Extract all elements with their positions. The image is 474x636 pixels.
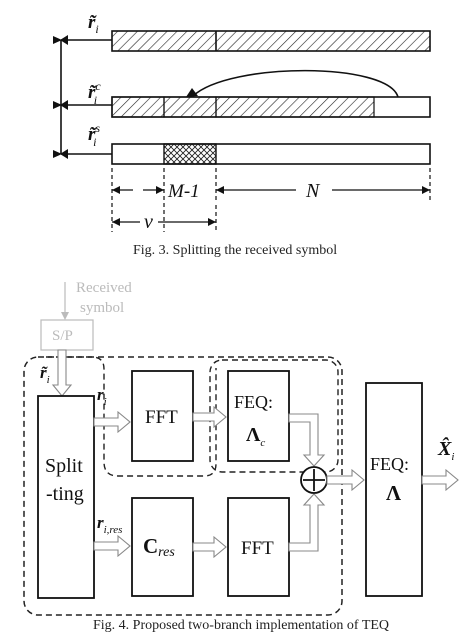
fig4-xhat-label: X̂i <box>437 436 454 463</box>
fig4-received-label: Received <box>76 280 132 296</box>
fig4-split-line1: Split <box>45 455 83 477</box>
fig4-r-res-label: ri,res <box>97 513 122 536</box>
fig4-feq-c-line2: Λc <box>246 424 265 449</box>
fig3-dim-n: N <box>305 180 321 202</box>
fig4-cres-label: Cres <box>143 534 175 560</box>
fig4-cres-block <box>131 497 194 597</box>
fig4-sp-box <box>40 319 94 351</box>
fig3-rs-bar <box>111 143 431 165</box>
fig4-fft-bottom-label: FFT <box>241 538 274 559</box>
fig3-caption: Fig. 3. Splitting the received symbol <box>133 243 337 258</box>
fig4-fft-top-label: FFT <box>145 407 178 428</box>
fig4-fft-bottom <box>227 497 290 597</box>
fig4-r-label: ri <box>97 385 107 408</box>
fig4-inner-dashed-left <box>46 356 217 477</box>
fig4-sp-label: S/P <box>52 328 73 344</box>
fig4-feq-c-line1: FEQ: <box>234 392 273 412</box>
fig4-outer-dashed <box>23 356 343 616</box>
fig4-teq-diagram: Received symbol S/P r̃i Split -ting ri F… <box>23 280 459 633</box>
fig3-dim-v: v <box>144 211 153 233</box>
fig4-feq-c-block <box>227 370 290 462</box>
fig4-splitting-block <box>37 395 95 599</box>
fig4-feq-line2: Λ <box>386 481 401 505</box>
fig4-fft-top <box>131 370 194 462</box>
fig4-feq-line1: FEQ: <box>370 454 409 474</box>
fig3-crosshatch-segment <box>163 143 217 165</box>
fig3-full-symbol-bar <box>111 30 431 52</box>
fig3-cyclic-arrow <box>192 69 399 98</box>
fig4-r-in-label: r̃i <box>40 363 50 386</box>
fig4-caption: Fig. 4. Proposed two-branch implementati… <box>93 618 389 633</box>
fig4-symbol-label: symbol <box>80 300 124 316</box>
fig4-split-line2: -ting <box>46 483 84 505</box>
fig4-feq-block <box>365 382 423 597</box>
fig3-dim-m: M-1 <box>167 181 200 202</box>
fig4-inner-dashed-right <box>209 359 339 473</box>
fig3-label-r: r̃i <box>88 12 99 36</box>
